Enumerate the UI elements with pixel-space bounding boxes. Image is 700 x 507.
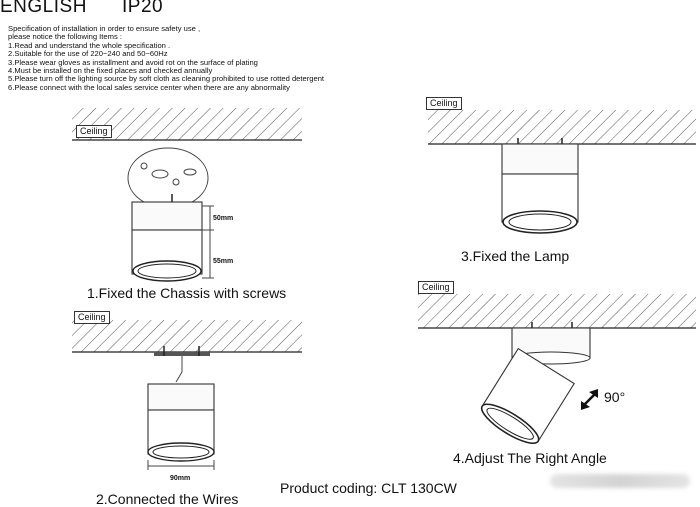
ip-rating: IP20: [122, 0, 164, 17]
ceiling-label: Ceiling: [76, 125, 112, 138]
blurred-watermark: [550, 474, 690, 488]
wired-lamp-step2: [147, 346, 215, 470]
fixed-lamp-step3: [501, 138, 579, 234]
dimension-height-bottom: 55mm: [213, 258, 234, 265]
dimension-diameter: 90mm: [170, 475, 191, 482]
dimension-height-top: 50mm: [213, 215, 234, 222]
ceiling-label: Ceiling: [74, 311, 110, 324]
spec-item: 2.Suitable for the use of 220~240 and 50…: [8, 49, 168, 59]
spec-item: 3.Please wear gloves as installment and …: [8, 57, 258, 67]
ceiling-label: Ceiling: [426, 97, 462, 110]
ceiling-label: Ceiling: [418, 281, 454, 294]
ceiling-step2: [72, 320, 302, 353]
angle-label: 90°: [604, 389, 626, 405]
step1-caption: 1.Fixed the Chassis with screws: [87, 285, 287, 301]
step2-caption: 2.Connected the Wires: [96, 491, 239, 507]
specification-text: Specification of installation in order t…: [8, 24, 325, 92]
rotation-arrow-icon: [581, 389, 598, 410]
step4-caption: 4.Adjust The Right Angle: [453, 450, 607, 466]
product-coding: Product coding: CLT 130CW: [280, 480, 457, 496]
spec-intro: please notice the following Items :: [8, 32, 122, 42]
spec-item: 1.Read and understand the whole specific…: [8, 40, 171, 50]
lamp-body-step1: [131, 201, 214, 282]
spec-item: 6.Please connect with the local sales se…: [8, 82, 290, 92]
spec-item: 5.Please turn off the lighting source by…: [8, 74, 325, 84]
ceiling-step4: [418, 294, 696, 329]
language-heading: ENGLISH: [0, 0, 87, 17]
step3-caption: 3.Fixed the Lamp: [461, 248, 570, 264]
spec-item: 4.Must be installed on the fixed places …: [8, 66, 213, 76]
chassis-plate: [127, 147, 209, 209]
tilted-lamp-step4: [480, 322, 591, 444]
spec-intro: Specification of installation in order t…: [8, 24, 201, 33]
